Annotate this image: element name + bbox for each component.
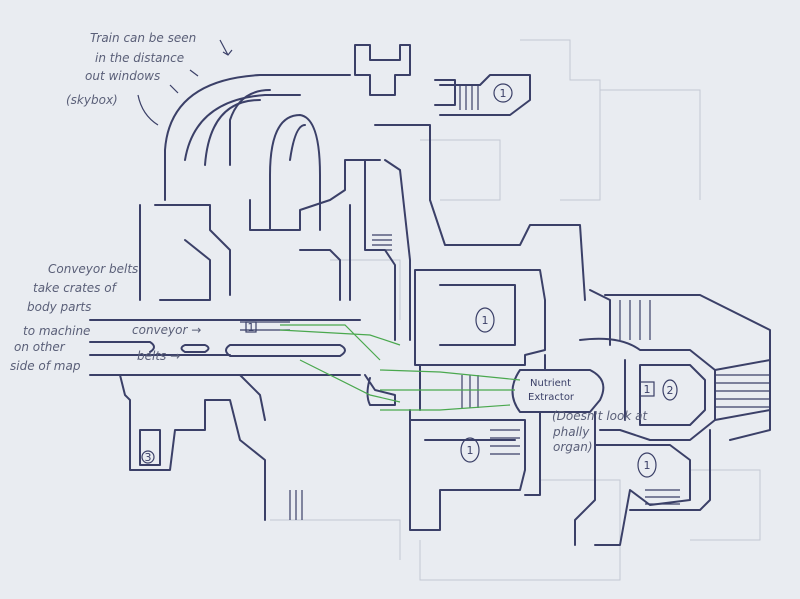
room-marker: 3 (145, 451, 152, 464)
faint-background-rooms (270, 39, 761, 581)
flow-arrows (279, 324, 521, 411)
conveyor-label: conveyor → (132, 323, 201, 337)
conveyor-note-1: Conveyor belts (48, 262, 138, 276)
doesnt-look-note-2: phally (552, 425, 590, 439)
stairs (240, 85, 770, 520)
annotation-arrows (137, 39, 233, 126)
conveyor-note-5: on other (14, 340, 66, 354)
skybox-note: (skybox) (66, 93, 118, 107)
nutrient-extractor-label-1: Nutrient (530, 378, 571, 389)
conveyor-note-6: side of map (10, 359, 81, 373)
train-note-line2: in the distance (95, 51, 184, 65)
doesnt-look-note-1: (Doesn't look at (552, 409, 648, 423)
room-marker: 1 (482, 314, 489, 327)
conveyor-note-3: body parts (27, 300, 91, 314)
train-note-line3: out windows (85, 69, 160, 83)
conveyor-note-4: to machine (23, 324, 90, 338)
conveyor-note-2: take crates of (33, 281, 118, 295)
walls (89, 44, 771, 546)
room-marker: 1 (644, 459, 651, 472)
nutrient-extractor-label-2: Extractor (528, 392, 575, 403)
room-markers: 1 1 1 1 1 2 1 3 (141, 83, 678, 478)
doesnt-look-note-3: organ) (553, 440, 593, 454)
room-marker: 2 (667, 384, 674, 397)
train-note-line1: Train can be seen (90, 31, 196, 45)
room-marker: 1 (500, 87, 507, 100)
room-marker: 1 (467, 444, 474, 457)
room-marker: 1 (644, 383, 651, 396)
room-marker: 1 (248, 321, 255, 334)
belts-label: belts → (137, 349, 180, 363)
